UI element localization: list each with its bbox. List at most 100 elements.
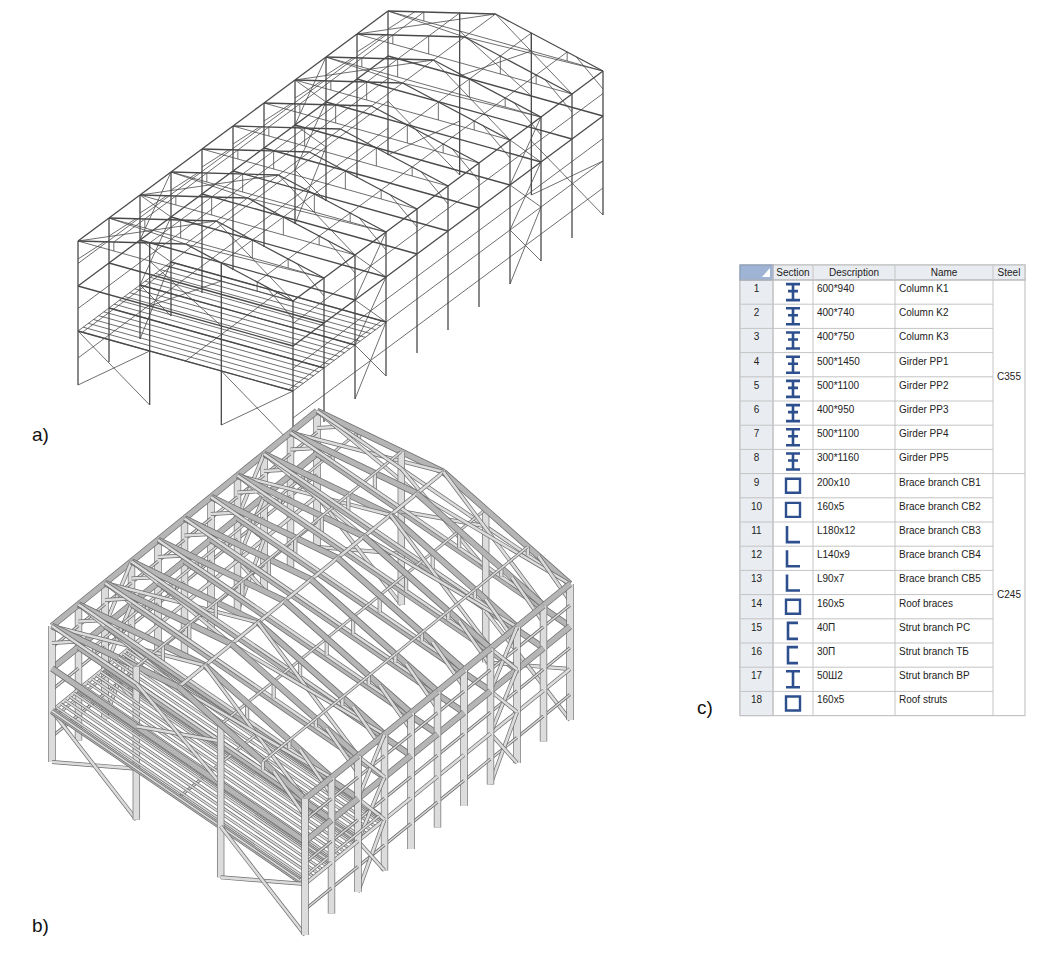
member-face [464, 734, 491, 756]
solid-member [247, 681, 273, 703]
member-face [338, 537, 365, 559]
member-face [332, 777, 359, 799]
member-face [358, 841, 385, 871]
member-face [464, 649, 491, 671]
frame-member [381, 167, 412, 190]
section-symbol [786, 405, 800, 421]
member-face [49, 626, 55, 762]
member-face [464, 670, 491, 692]
frame-member [109, 218, 324, 278]
solid-member [437, 692, 438, 828]
table-cell: Brace branch CB1 [899, 477, 981, 489]
section-icon [786, 454, 800, 470]
frame-member [83, 327, 298, 387]
frame-member [202, 149, 310, 152]
frame-member [175, 196, 176, 205]
frame-member [505, 98, 506, 107]
table-cell: 500*1450 [817, 356, 860, 368]
member-outline [338, 558, 465, 670]
frame-member [78, 286, 293, 346]
solid-member [205, 644, 232, 666]
member-outline [385, 824, 412, 846]
solid-member [517, 627, 544, 649]
member-face [444, 472, 571, 584]
solid-member [491, 734, 518, 764]
member-face [65, 700, 318, 873]
member-outline [364, 515, 391, 537]
section-icon [786, 308, 800, 324]
member-outline [385, 798, 412, 820]
solid-member [220, 724, 221, 877]
frame-member [479, 208, 510, 231]
solid-member [305, 799, 332, 821]
table-cell: 3 [754, 331, 760, 343]
member-outline [540, 606, 547, 742]
solid-member [353, 595, 380, 617]
member-face [205, 644, 232, 666]
row-rule [740, 304, 993, 305]
solid-member [438, 755, 465, 777]
frame-member [319, 213, 350, 236]
member-outline [411, 692, 438, 714]
table-cell: Strut branch BP [899, 670, 970, 682]
frame-member [505, 75, 536, 98]
member-outline [328, 778, 335, 914]
frame-member [181, 197, 212, 220]
solid-member [258, 623, 385, 735]
table-cell: Roof struts [899, 694, 947, 706]
frame-member [293, 278, 324, 301]
row-rule [740, 401, 993, 402]
member-face [179, 666, 206, 688]
member-face [52, 605, 79, 627]
frame-member [326, 57, 357, 80]
member-face [411, 777, 438, 799]
member-face [327, 617, 354, 639]
member-outline [354, 756, 361, 892]
frame-member [388, 11, 465, 37]
frame-member [355, 277, 386, 300]
frame-member [295, 102, 326, 125]
member-face [369, 654, 396, 676]
frame-member [355, 232, 386, 255]
solid-member [358, 841, 385, 871]
member-face [435, 692, 441, 828]
frame-member [330, 81, 331, 90]
frame-member [576, 57, 603, 89]
member-outline [391, 515, 518, 627]
table-cell: Brace branch CB3 [899, 525, 981, 537]
member-outline [517, 669, 544, 691]
member-outline [301, 799, 308, 935]
member-face [544, 584, 571, 606]
table-cell: 30П [817, 646, 835, 658]
member-face [464, 759, 491, 781]
frame-member [345, 148, 376, 171]
section-symbol [787, 526, 800, 542]
solid-member [300, 638, 327, 660]
solid-member [544, 695, 571, 717]
frame-member [469, 79, 470, 97]
solid-model [52, 411, 570, 935]
member-outline [52, 647, 79, 669]
section-icon [786, 600, 800, 614]
table-cell: Brace branch CB4 [899, 549, 981, 561]
member-face [438, 691, 465, 713]
frame-member [279, 152, 310, 175]
solid-member [179, 687, 306, 799]
frame-member [314, 194, 315, 212]
member-outline [52, 605, 79, 627]
frame-member [381, 190, 382, 199]
member-face [438, 734, 465, 756]
member-outline [52, 669, 305, 842]
frame-member [268, 127, 269, 136]
member-face [491, 734, 518, 764]
section-icon [786, 697, 800, 711]
frame-member [211, 197, 212, 215]
frame-member [295, 80, 510, 140]
member-outline [411, 802, 438, 824]
member-outline [358, 756, 385, 778]
frame-member [202, 149, 233, 172]
member-face [305, 888, 332, 910]
frame-member [221, 263, 222, 425]
frame-member [140, 195, 355, 255]
section-symbol [787, 575, 800, 591]
